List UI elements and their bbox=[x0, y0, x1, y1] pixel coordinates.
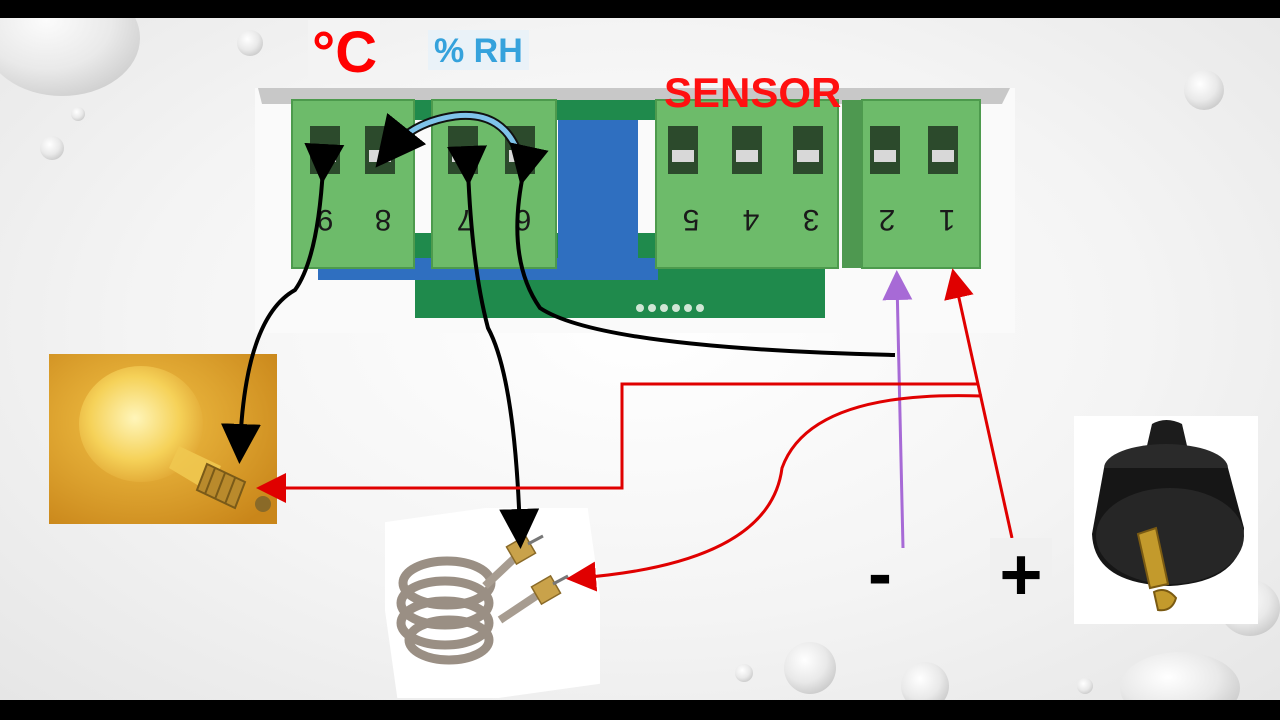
plug-face bbox=[1096, 488, 1244, 584]
wire-plus-to-terminal-1 bbox=[944, 268, 1014, 539]
plug-prongs bbox=[1136, 526, 1178, 612]
water-droplets-decoration bbox=[0, 18, 1280, 700]
pcb-pad bbox=[660, 304, 668, 312]
heater-coil bbox=[396, 556, 496, 665]
wire-7-to-heater bbox=[447, 145, 540, 549]
bulb-glass bbox=[79, 366, 203, 482]
pcb-pad bbox=[636, 304, 644, 312]
pcb-pad bbox=[696, 304, 704, 312]
light-bulb-icon bbox=[49, 354, 277, 524]
droplet bbox=[40, 136, 64, 160]
slide: 9 8 7 6 5 4 3 2 1 °C % RH SENSOR bbox=[0, 18, 1280, 700]
jumper-wire bbox=[375, 112, 523, 168]
jumper-wire-outline bbox=[384, 110, 525, 160]
wire-minus-to-terminal-2 bbox=[882, 270, 913, 549]
pcb-pad bbox=[648, 304, 656, 312]
sensor-label: SENSOR bbox=[664, 69, 842, 116]
droplet bbox=[1184, 70, 1224, 110]
celsius-label: °C bbox=[308, 20, 380, 84]
wire-plus-to-bulb bbox=[256, 382, 978, 503]
droplet bbox=[1120, 652, 1240, 700]
droplet bbox=[784, 642, 836, 694]
droplet bbox=[71, 107, 85, 121]
minus-sign: - bbox=[868, 534, 892, 614]
droplet bbox=[1077, 678, 1093, 694]
plug-cord-boot bbox=[1146, 420, 1188, 450]
droplet bbox=[237, 30, 263, 56]
relay bbox=[558, 108, 638, 278]
wire-9-to-bulb bbox=[220, 142, 345, 464]
droplet bbox=[901, 662, 949, 700]
wire-6-to-neutral bbox=[509, 142, 896, 357]
pcb-pad bbox=[672, 304, 680, 312]
wiring bbox=[220, 110, 1014, 592]
heating-element-icon bbox=[385, 508, 600, 698]
droplet bbox=[735, 664, 753, 682]
plus-sign: + bbox=[990, 538, 1052, 612]
bulb-screw-base bbox=[195, 462, 247, 510]
droplet bbox=[0, 18, 140, 96]
terminal-divider bbox=[842, 100, 862, 268]
humidity-label: % RH bbox=[428, 30, 529, 70]
power-plug-icon bbox=[1074, 416, 1258, 624]
wire-plus-to-heater bbox=[566, 394, 983, 592]
pcb-pad bbox=[684, 304, 692, 312]
